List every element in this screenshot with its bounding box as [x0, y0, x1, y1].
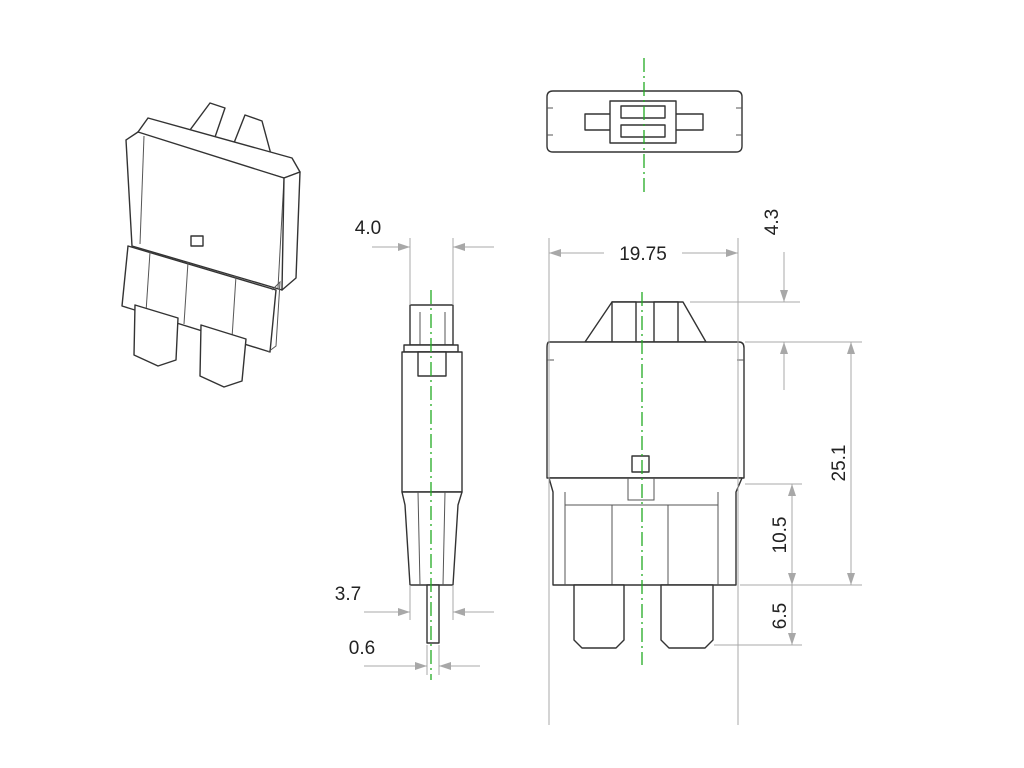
- side-view: [401, 304, 463, 644]
- dimension-lines: [364, 238, 862, 725]
- dim-label-housing-height: 10.5: [770, 517, 791, 554]
- dim-label-blade-thickness: 0.6: [349, 638, 375, 659]
- dim-label-top-width: 19.75: [619, 244, 667, 265]
- dim-label-terminal-height: 4.3: [762, 209, 783, 235]
- dimension-labels: 4.0 19.75 4.3 25.1 10.5 6.5 3.7 0.6: [335, 209, 850, 659]
- dim-label-body-height: 25.1: [829, 445, 850, 482]
- top-view: [546, 90, 743, 153]
- isometric-view: [121, 102, 301, 388]
- center-lines: [430, 58, 645, 680]
- front-view: [546, 301, 745, 649]
- dim-label-blade-width: 3.7: [335, 584, 361, 605]
- dim-label-side-width: 4.0: [355, 218, 381, 239]
- dim-label-blade-height: 6.5: [770, 603, 791, 629]
